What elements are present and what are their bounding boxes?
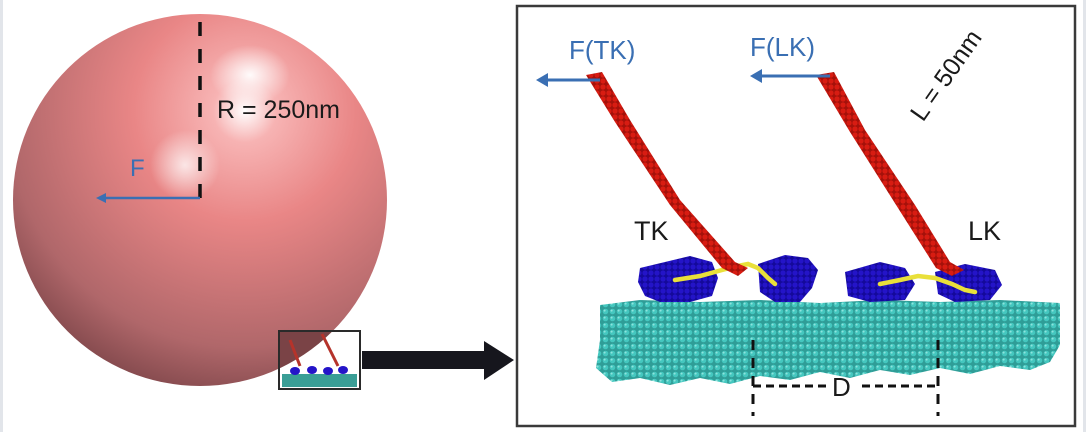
inset-zoom-box [278, 330, 361, 390]
linkers [672, 261, 978, 295]
distance-label: D [832, 372, 851, 402]
page-edge-right [1083, 0, 1086, 432]
tk-label: TK [634, 216, 669, 246]
substrate-layer [596, 300, 1060, 385]
bead-sphere [13, 14, 387, 386]
force-arrowhead-icon [96, 193, 106, 203]
force-tk-label: F(TK) [569, 35, 636, 65]
distance-marker [751, 340, 940, 416]
page-edge-left [0, 0, 3, 432]
force-label-sphere: F [130, 155, 145, 182]
zoom-arrow-icon [362, 341, 514, 380]
force-arrow-lk [750, 69, 830, 83]
force-lk-label: F(LK) [750, 32, 815, 62]
lk-label: LK [968, 216, 1002, 246]
force-arrow-tk [536, 73, 600, 87]
coiled-coils [586, 72, 964, 276]
radius-label: R = 250nm [217, 96, 340, 124]
